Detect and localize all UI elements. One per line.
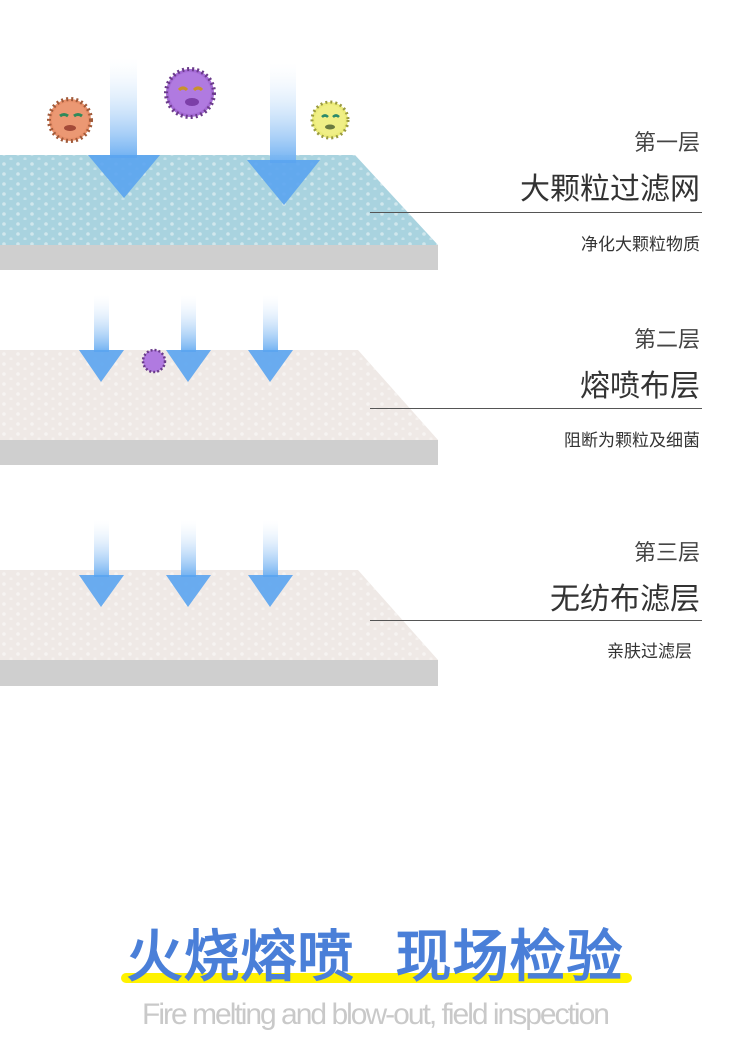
germ-purple-icon bbox=[164, 67, 216, 119]
layer-1-desc: 净化大颗粒物质 bbox=[581, 235, 700, 255]
layer-2-fabric bbox=[0, 350, 438, 465]
arrow-down-icon bbox=[79, 295, 124, 382]
subtitle: Fire melting and blow-out, field inspect… bbox=[142, 998, 610, 1031]
arrow-down-icon bbox=[166, 295, 211, 382]
arrow-down-icon bbox=[79, 520, 124, 607]
layer-2-divider bbox=[370, 408, 702, 409]
layer-3-desc: 亲肤过滤层 bbox=[607, 642, 692, 662]
filter-layers-illustration bbox=[0, 58, 438, 686]
layer-1-level: 第一层 bbox=[633, 131, 700, 156]
arrow-down-icon bbox=[248, 295, 293, 382]
germ-yellow-icon bbox=[310, 100, 350, 140]
germ-purple-small-icon bbox=[141, 348, 167, 374]
layer-3-divider bbox=[370, 620, 702, 621]
headline-highlight bbox=[121, 973, 632, 983]
layer-2-desc: 阻断为颗粒及细菌 bbox=[564, 431, 700, 451]
arrow-down-icon bbox=[248, 520, 293, 607]
layer-2-name: 熔喷布层 bbox=[580, 369, 700, 404]
headline: 火烧熔喷 现场检验 bbox=[126, 925, 624, 990]
layer-2-level: 第二层 bbox=[633, 328, 700, 353]
germ-orange-icon bbox=[47, 97, 93, 143]
layer-1-divider bbox=[370, 212, 702, 213]
layer-3-level: 第三层 bbox=[633, 541, 700, 566]
layer-3-fabric bbox=[0, 570, 438, 686]
layer-3-name: 无纺布滤层 bbox=[550, 582, 700, 617]
arrow-down-icon bbox=[247, 63, 320, 205]
arrow-down-icon bbox=[88, 58, 160, 198]
arrow-down-icon bbox=[166, 520, 211, 607]
layer-1-name: 大颗粒过滤网 bbox=[520, 172, 700, 207]
